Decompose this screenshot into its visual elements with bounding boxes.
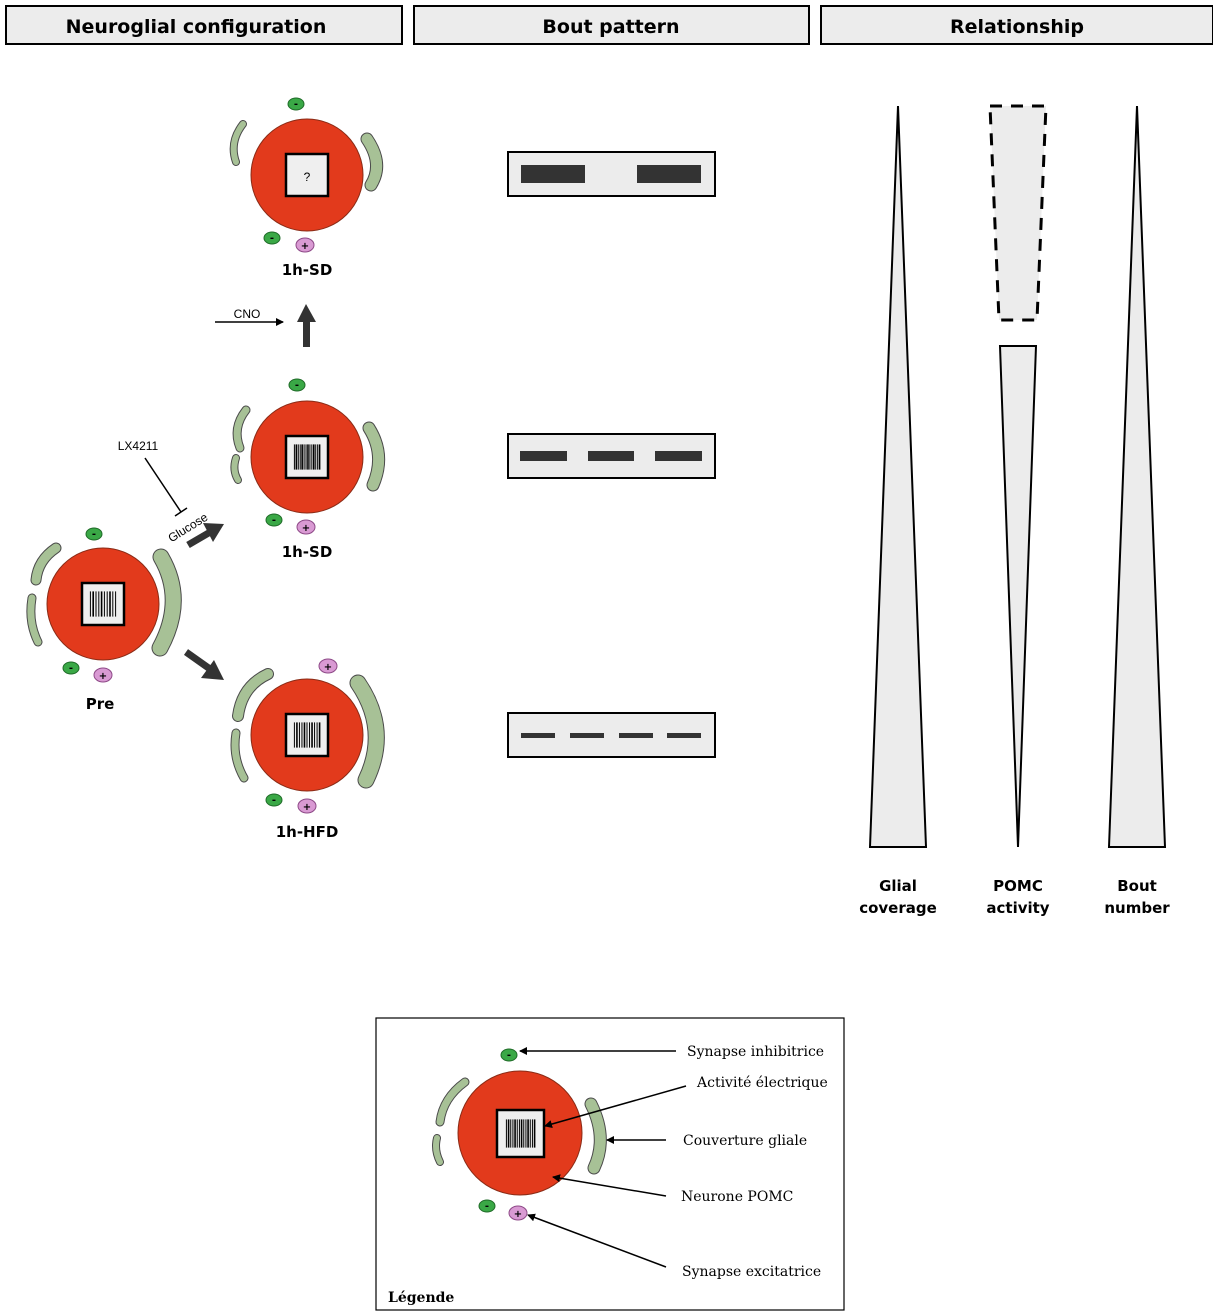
legend: - - + Synapse inhibitrice Activité élect… bbox=[375, 1017, 845, 1311]
activity-box bbox=[495, 1108, 546, 1159]
excitatory-synapse bbox=[508, 1205, 528, 1221]
glial-label-line1: Glial bbox=[879, 877, 917, 895]
legend-excitatory: Synapse excitatrice bbox=[682, 1264, 821, 1280]
activity-box bbox=[284, 712, 330, 758]
bout-bar bbox=[521, 733, 555, 738]
inhibitory-sign: - bbox=[272, 795, 276, 806]
excitatory-sign: + bbox=[99, 671, 107, 682]
inhibitory-synapse bbox=[287, 97, 305, 111]
inhibitory-sign: - bbox=[294, 99, 298, 110]
spike-bars bbox=[293, 444, 321, 470]
legend-pointer bbox=[544, 1085, 687, 1128]
inhibitory-synapse bbox=[85, 527, 103, 541]
up-arrow-icon bbox=[297, 304, 316, 347]
legend-pointer bbox=[552, 1174, 667, 1197]
pomc-label-line2: activity bbox=[986, 899, 1049, 917]
bout-bar bbox=[637, 165, 701, 183]
header-neuroglial-label: Neuroglial configuration bbox=[66, 16, 327, 38]
legend-title: Légende bbox=[388, 1290, 454, 1306]
inhibition-bar bbox=[174, 507, 188, 517]
pomc-activity-wedge bbox=[998, 345, 1038, 848]
excitatory-synapse bbox=[93, 667, 113, 683]
header-relationship: Relationship bbox=[820, 5, 1213, 45]
inhibitory-sign: - bbox=[507, 1050, 511, 1061]
hfd-arrow-icon bbox=[183, 649, 224, 680]
activity-box bbox=[284, 152, 330, 198]
bout-bar bbox=[588, 451, 634, 461]
header-bout-pattern: Bout pattern bbox=[413, 5, 810, 45]
inhibitory-sign: - bbox=[270, 233, 274, 244]
inhibitory-sign: - bbox=[272, 515, 276, 526]
bout-pattern-hfd bbox=[507, 712, 716, 758]
pomc-activity-dashed-wedge bbox=[988, 104, 1048, 322]
bout-number-wedge bbox=[1107, 105, 1167, 848]
excitatory-sign: + bbox=[324, 662, 332, 673]
bout-bar bbox=[667, 733, 701, 738]
inhibitory-synapse bbox=[263, 231, 281, 245]
activity-box bbox=[80, 581, 126, 627]
pomc-label-line1: POMC bbox=[993, 877, 1043, 895]
glucose-arrow-icon bbox=[186, 523, 224, 549]
inhibitory-synapse bbox=[265, 793, 283, 807]
label-pre: Pre bbox=[86, 695, 115, 713]
inhibitory-sign: - bbox=[295, 380, 299, 391]
bout-pattern-sd-cno bbox=[507, 151, 716, 197]
unknown-activity-mark: ? bbox=[304, 170, 311, 184]
inhibitory-sign: - bbox=[92, 529, 96, 540]
bout-bar bbox=[655, 451, 702, 461]
label-sd-glucose: 1h-SD bbox=[282, 543, 333, 561]
glial-label-line2: coverage bbox=[859, 899, 937, 917]
inhibition-line bbox=[144, 457, 182, 513]
legend-inhibitory: Synapse inhibitrice bbox=[687, 1044, 824, 1060]
legend-glial: Couverture gliale bbox=[683, 1133, 807, 1149]
neuron-pre: - - + bbox=[26, 527, 182, 683]
spike-bars bbox=[89, 591, 117, 617]
inhibitory-synapse bbox=[62, 661, 80, 675]
header-neuroglial: Neuroglial configuration bbox=[5, 5, 403, 45]
glial-coverage-wedge bbox=[868, 105, 928, 848]
bout-bar bbox=[619, 733, 653, 738]
cno-label: CNO bbox=[234, 307, 261, 321]
inhibitory-synapse bbox=[478, 1199, 496, 1213]
excitatory-synapse bbox=[295, 237, 315, 253]
neuron-hfd: + - + bbox=[230, 658, 385, 814]
excitatory-sign: + bbox=[301, 241, 309, 252]
legend-activity: Activité électrique bbox=[696, 1075, 828, 1091]
legend-neuron: Neurone POMC bbox=[681, 1189, 793, 1205]
inhibitory-sign: - bbox=[69, 663, 73, 674]
spike-bars bbox=[293, 722, 321, 748]
bout-bar bbox=[521, 165, 585, 183]
activity-box bbox=[284, 434, 330, 480]
excitatory-synapse bbox=[297, 798, 317, 814]
lx4211-label: LX4211 bbox=[118, 439, 159, 453]
label-sd-cno: 1h-SD bbox=[282, 261, 333, 279]
bout-bar bbox=[520, 451, 567, 461]
header-bout-pattern-label: Bout pattern bbox=[542, 16, 679, 38]
legend-pointer bbox=[527, 1213, 667, 1268]
bout-bar bbox=[570, 733, 604, 738]
excitatory-synapse bbox=[318, 658, 338, 674]
bout-label-line2: number bbox=[1104, 899, 1170, 917]
neuron-sd-glucose: - - + bbox=[230, 378, 386, 535]
inhibitory-synapse bbox=[288, 378, 306, 392]
excitatory-sign: + bbox=[514, 1209, 522, 1220]
bout-pattern-sd-glucose bbox=[507, 433, 716, 479]
glucose-label: Glucose bbox=[166, 510, 211, 545]
excitatory-sign: + bbox=[302, 523, 310, 534]
excitatory-sign: + bbox=[303, 802, 311, 813]
neuron-sd-cno: ? - - + bbox=[229, 97, 384, 253]
header-relationship-label: Relationship bbox=[950, 16, 1084, 38]
excitatory-synapse bbox=[296, 519, 316, 535]
label-hfd: 1h-HFD bbox=[276, 823, 339, 841]
inhibitory-sign: - bbox=[485, 1201, 489, 1212]
spike-bars bbox=[505, 1119, 536, 1148]
bout-label-line1: Bout bbox=[1117, 877, 1157, 895]
inhibitory-synapse bbox=[265, 513, 283, 527]
inhibitory-synapse bbox=[500, 1048, 518, 1062]
